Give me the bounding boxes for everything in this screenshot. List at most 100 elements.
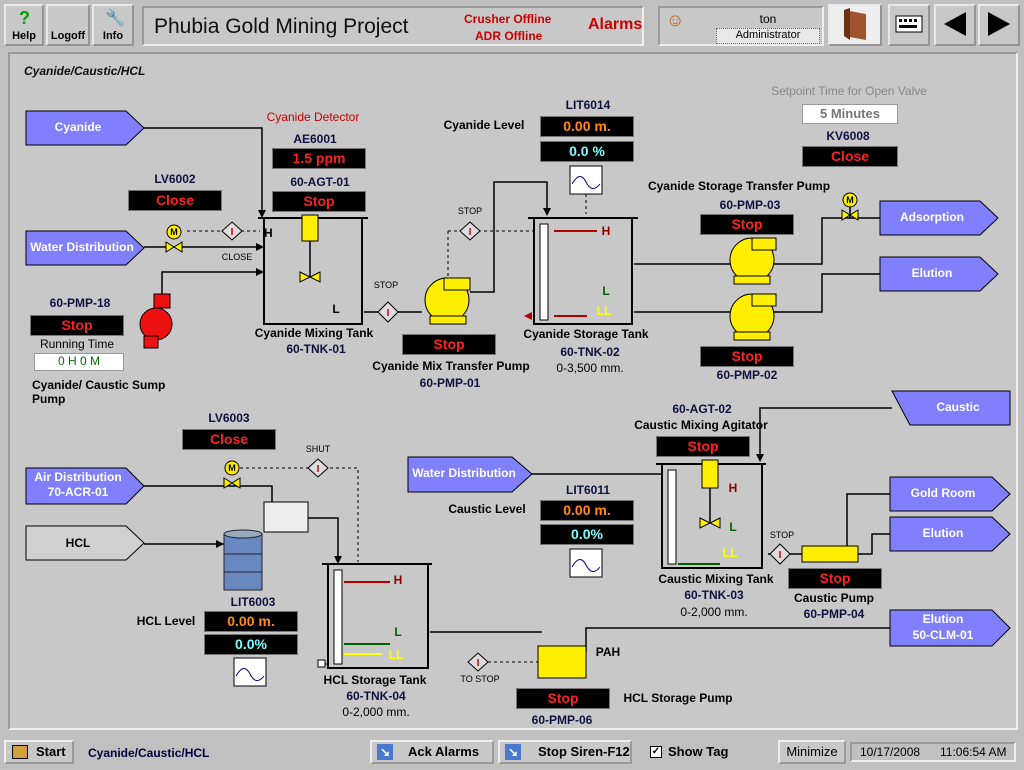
lv6003-tag: LV6003 xyxy=(208,411,250,425)
date-display: 10/17/2008 xyxy=(860,745,921,759)
adr-status: ADR Offline xyxy=(475,29,543,43)
lit6011-level: 0.00 m. xyxy=(540,500,634,521)
top-toolbar: ? Help Logoff 🔧 Info Phubia Gold Mining … xyxy=(0,0,1024,50)
stop-siren-button[interactable]: ↘ Stop Siren-F12 xyxy=(498,740,632,764)
hcl-flow-label[interactable]: HCL xyxy=(65,536,91,550)
help-icon: ? xyxy=(19,8,30,28)
pmp04-state[interactable]: Stop xyxy=(788,568,882,589)
agt01-state[interactable]: Stop xyxy=(272,191,366,212)
elution-flow-label[interactable]: Elution xyxy=(911,266,953,280)
tnk04-l-label: L xyxy=(394,625,402,639)
svg-text:I: I xyxy=(477,658,480,669)
pmp01-desc: Cyanide Mix Transfer Pump xyxy=(372,359,530,373)
tnk01-h-label: H xyxy=(264,226,273,240)
elution2-flow-label[interactable]: Elution xyxy=(922,526,964,540)
elution3-tag: 50-CLM-01 xyxy=(912,628,974,642)
lit6011-pct: 0.0% xyxy=(540,524,634,545)
cyanide-flow-label[interactable]: Cyanide xyxy=(54,120,102,134)
wrench-icon: 🔧 xyxy=(105,10,125,27)
ae6001-tag: AE6001 xyxy=(293,132,337,146)
crusher-status: Crusher Offline xyxy=(464,12,552,26)
svg-text:M: M xyxy=(170,227,178,237)
pmp03-tag: 60-PMP-03 xyxy=(719,198,781,212)
agt01-tag: 60-AGT-01 xyxy=(290,175,350,189)
lit6014-level: 0.00 m. xyxy=(540,116,634,137)
pmp02-tag: 60-PMP-02 xyxy=(716,368,778,382)
door-button[interactable] xyxy=(828,4,882,46)
kv6008-state[interactable]: Close xyxy=(802,146,898,167)
tnk02-tag: 60-TNK-02 xyxy=(560,345,620,359)
setpoint-input[interactable]: 5 Minutes xyxy=(802,104,898,124)
time-display: 11:06:54 AM xyxy=(940,745,1007,759)
lv6003-state[interactable]: Close xyxy=(182,429,276,450)
agt02-state[interactable]: Stop xyxy=(656,436,750,457)
agt02-desc: Caustic Mixing Agitator xyxy=(634,418,768,432)
lv6002-close-label: CLOSE xyxy=(221,252,253,262)
user-role: Administrator xyxy=(716,28,820,44)
forward-button[interactable] xyxy=(978,4,1020,46)
ae6001-value: 1.5 ppm xyxy=(272,148,366,169)
lit6003-pct: 0.0% xyxy=(204,634,298,655)
back-button[interactable] xyxy=(934,4,976,46)
arrow-left-icon xyxy=(944,12,966,36)
info-button[interactable]: 🔧 Info xyxy=(92,4,134,46)
pmp18-state[interactable]: Stop xyxy=(30,315,124,336)
start-button[interactable]: Start xyxy=(4,740,74,764)
lit6011-tag: LIT6011 xyxy=(565,483,611,497)
pmp06-to-stop-label: TO STOP xyxy=(460,674,500,684)
pmp06-pah-label: PAH xyxy=(595,645,621,659)
pmp04-desc: Caustic Pump xyxy=(793,591,874,605)
alarms-link[interactable]: Alarms xyxy=(588,16,643,33)
adsorption-flow-label[interactable]: Adsorption xyxy=(900,210,964,224)
lit6014-pct: 0.0 % xyxy=(540,141,634,162)
taskbar-screen-label: Cyanide/Caustic/HCL xyxy=(88,746,210,760)
air-distribution-tag: 70-ACR-01 xyxy=(47,485,109,499)
tnk04-range: 0-2,000 mm. xyxy=(342,705,410,719)
tnk01-tag: 60-TNK-01 xyxy=(286,342,346,356)
tnk04-name: HCL Storage Tank xyxy=(323,673,427,687)
minimize-button[interactable]: Minimize xyxy=(778,740,846,764)
water-distribution2-flow-label[interactable]: Water Distribution xyxy=(412,466,516,480)
pmp03-desc: Cyanide Storage Transfer Pump xyxy=(647,179,831,193)
keyboard-icon xyxy=(895,15,923,33)
gold-room-flow-label[interactable]: Gold Room xyxy=(910,486,976,500)
logoff-button[interactable]: Logoff xyxy=(46,4,90,46)
pmp03-state[interactable]: Stop xyxy=(700,214,794,235)
svg-text:I: I xyxy=(469,227,472,238)
show-tag-checkbox[interactable]: ✓ xyxy=(650,746,662,758)
pmp01-stop-label: STOP xyxy=(373,280,399,290)
sump-pump-desc: Cyanide/ Caustic Sump Pump xyxy=(32,378,166,406)
agt02-tag: 60-AGT-02 xyxy=(672,402,732,416)
ack-icon: ↘ xyxy=(377,744,393,760)
pmp01-state[interactable]: Stop xyxy=(402,334,496,355)
svg-text:I: I xyxy=(231,227,234,238)
pmp18-tag: 60-PMP-18 xyxy=(49,296,111,310)
tnk03-tag: 60-TNK-03 xyxy=(684,588,744,602)
taskbar: Start Cyanide/Caustic/HCL ↘ Ack Alarms ↘… xyxy=(0,736,1024,768)
tnk01-l-label: L xyxy=(332,302,340,316)
air-distribution-flow-label[interactable]: Air Distribution xyxy=(34,470,122,484)
ack-alarms-button[interactable]: ↘ Ack Alarms xyxy=(370,740,494,764)
pmp04-tag: 60-PMP-04 xyxy=(803,607,865,621)
svg-text:I: I xyxy=(779,550,782,561)
lv6002-state[interactable]: Close xyxy=(128,190,222,211)
pmp06-state[interactable]: Stop xyxy=(516,688,610,709)
title-box: Phubia Gold Mining Project Crusher Offli… xyxy=(142,6,644,46)
running-time-value: 0 H 0 M xyxy=(34,353,124,371)
caustic-flow-label[interactable]: Caustic xyxy=(936,400,980,414)
elution3-flow-label[interactable]: Elution xyxy=(922,612,964,626)
keyboard-button[interactable] xyxy=(888,4,930,46)
water-distribution-flow-label[interactable]: Water Distribution xyxy=(30,240,134,254)
tnk02-ll-label: LL xyxy=(596,304,612,318)
running-time-label: Running Time xyxy=(39,337,115,351)
process-panel: Cyanide/Caustic/HCL xyxy=(8,52,1018,730)
users-icon: ☺ xyxy=(666,10,685,30)
help-button[interactable]: ? Help xyxy=(4,4,44,46)
pmp06-tag: 60-PMP-06 xyxy=(531,713,593,727)
pmp06-desc: HCL Storage Pump xyxy=(623,691,733,705)
lv6003-shut-label: SHUT xyxy=(305,444,331,454)
lit6014-tag: LIT6014 xyxy=(565,98,611,112)
start-icon xyxy=(12,745,28,759)
pmp02-state[interactable]: Stop xyxy=(700,346,794,367)
show-tag-label: Show Tag xyxy=(668,744,729,759)
